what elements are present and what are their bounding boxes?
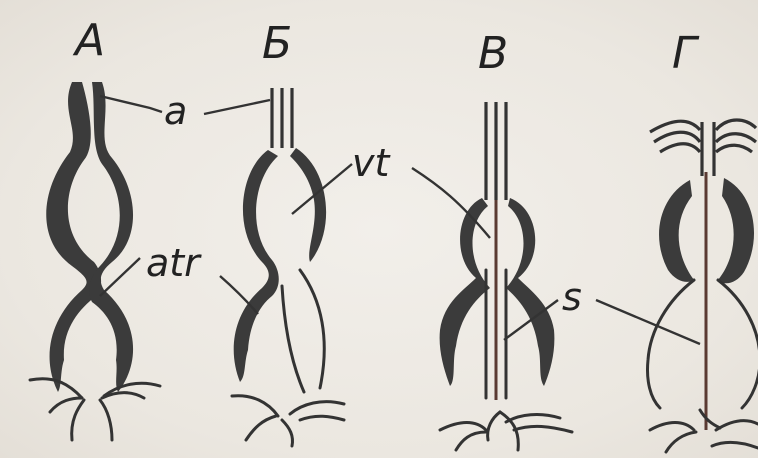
panel-letter-g: Г [672,28,700,79]
panel-letter-v: В [478,28,508,79]
callout-s: s [562,275,582,319]
panel-letter-b: Б [262,18,292,69]
callout-atr: atr [146,241,202,285]
heart-tube-stage-v [440,102,572,450]
leader-atr-b [220,276,258,314]
leader-s-g [596,300,700,344]
heart-tube-stage-g [648,120,758,452]
leader-a-right [204,100,270,114]
heart-tube-stage-a [30,82,160,440]
callout-a: a [164,89,187,133]
callout-vt: vt [352,141,391,185]
panel-letter-a: А [72,15,105,66]
leader-a-left [100,96,162,112]
heart-tube-stage-b [232,88,344,446]
